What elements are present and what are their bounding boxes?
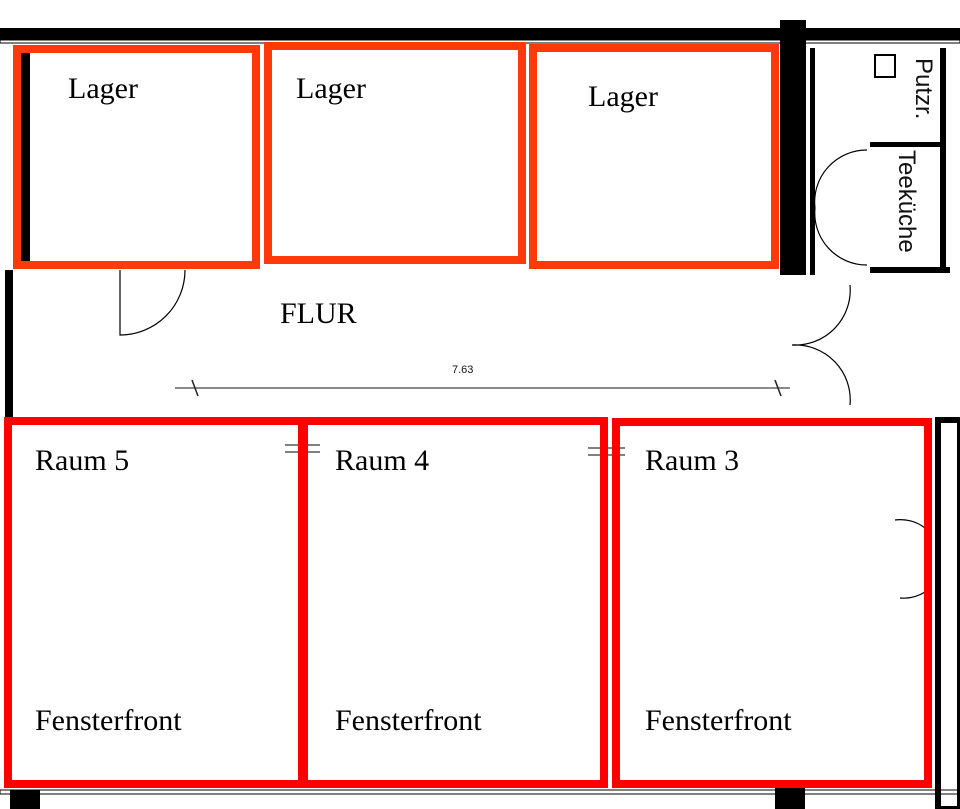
dimension-label: 7.63 xyxy=(452,364,474,376)
room-label-3: Raum 3 xyxy=(645,444,740,477)
room-label-5: Raum 5 xyxy=(35,444,130,477)
window-label-4: Fensterfront xyxy=(335,704,482,737)
room-3 xyxy=(612,418,932,788)
room-label-4: Raum 4 xyxy=(335,444,430,477)
cleaning-room-label: Putzr. xyxy=(910,58,937,120)
storage-room-3 xyxy=(529,44,779,269)
storage-label-3: Lager xyxy=(588,80,658,113)
corridor-label: FLUR xyxy=(280,297,357,330)
door-swing xyxy=(119,269,186,336)
window-label-3: Fensterfront xyxy=(645,704,792,737)
room-4 xyxy=(300,417,608,788)
storage-label-1: Lager xyxy=(68,72,138,105)
storage-room-2 xyxy=(264,42,526,264)
window-label-5: Fensterfront xyxy=(35,704,182,737)
column xyxy=(780,20,806,275)
storage-room-1 xyxy=(13,45,260,269)
storage-label-2: Lager xyxy=(296,72,366,105)
kitchen-label: Teeküche xyxy=(893,150,920,253)
top-wall xyxy=(0,28,960,40)
